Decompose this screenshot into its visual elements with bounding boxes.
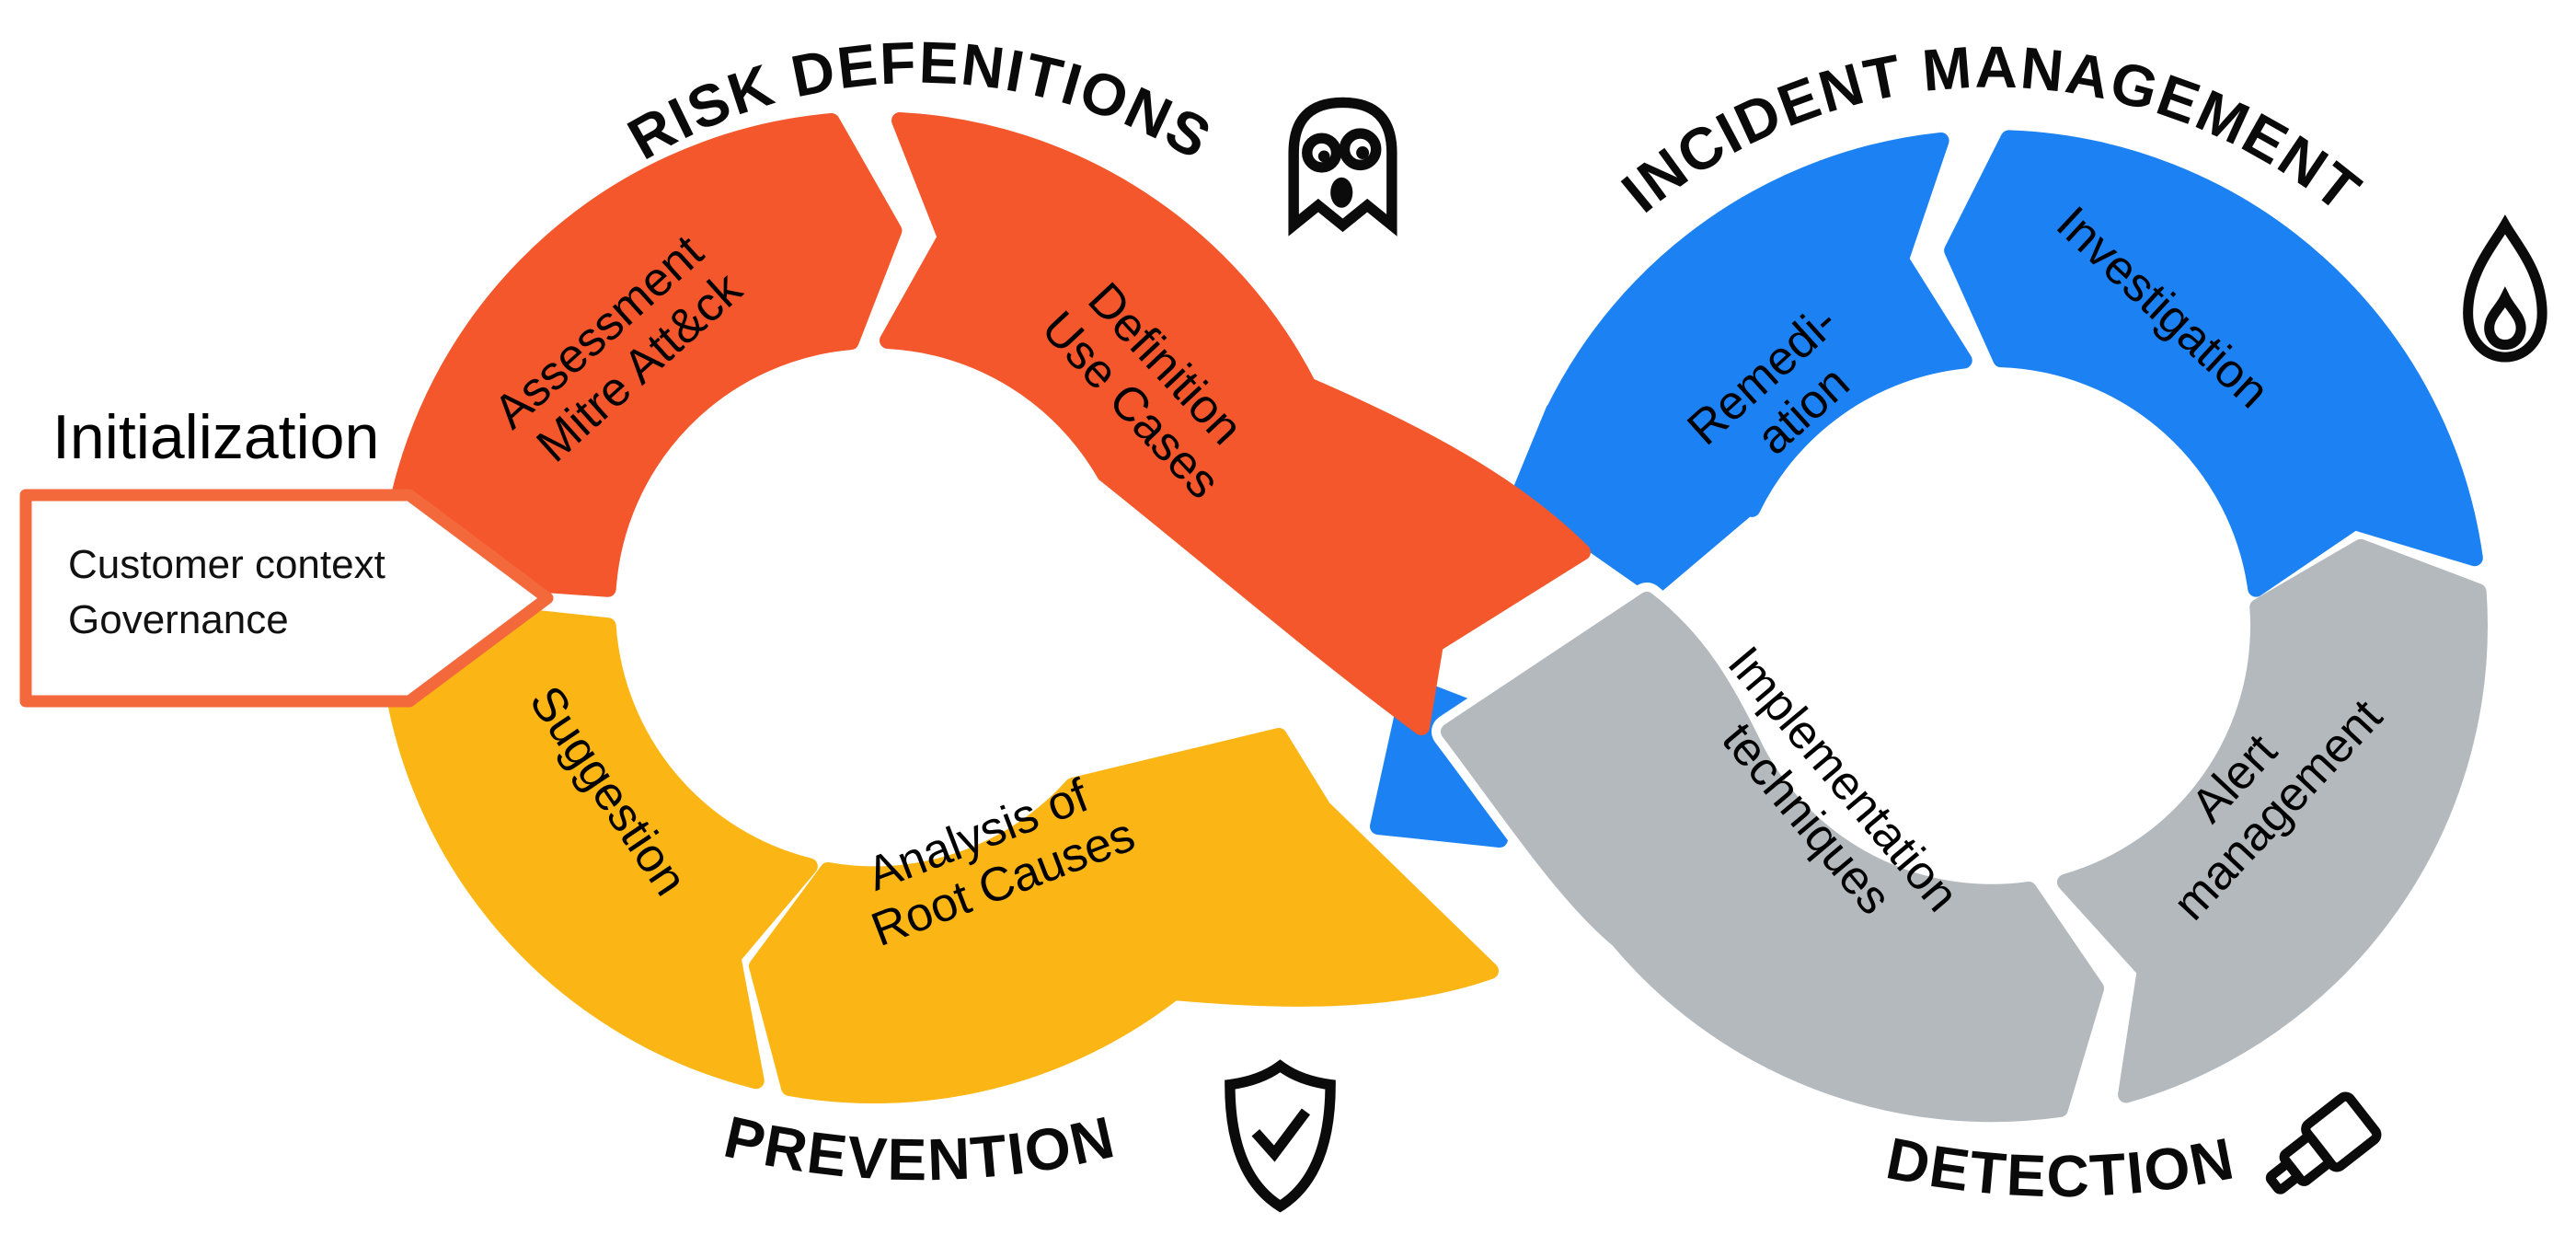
flame-icon [2463, 214, 2547, 363]
segment-assessment [379, 113, 903, 597]
segment-remediation [1545, 132, 1972, 517]
segment-investigation [1944, 130, 2483, 597]
initialization-line-1: Customer context [68, 542, 385, 587]
initialization-title: Initialization [52, 402, 379, 472]
segment-suggestion [379, 606, 818, 1090]
prevention-header: PREVENTION [719, 1103, 1121, 1193]
initialization-arrow-box [19, 489, 554, 708]
segment-alert-management [2056, 538, 2488, 1103]
initialization-line-2: Governance [68, 597, 289, 642]
segment-analysis [749, 728, 1499, 1104]
segment-implementation [1441, 592, 2104, 1123]
telescope-icon [2265, 1091, 2382, 1195]
shield-check-icon [1225, 1059, 1336, 1213]
segment-definition [880, 112, 1591, 735]
ghost-icon [1288, 97, 1397, 237]
detection-header: DETECTION [1881, 1125, 2240, 1209]
